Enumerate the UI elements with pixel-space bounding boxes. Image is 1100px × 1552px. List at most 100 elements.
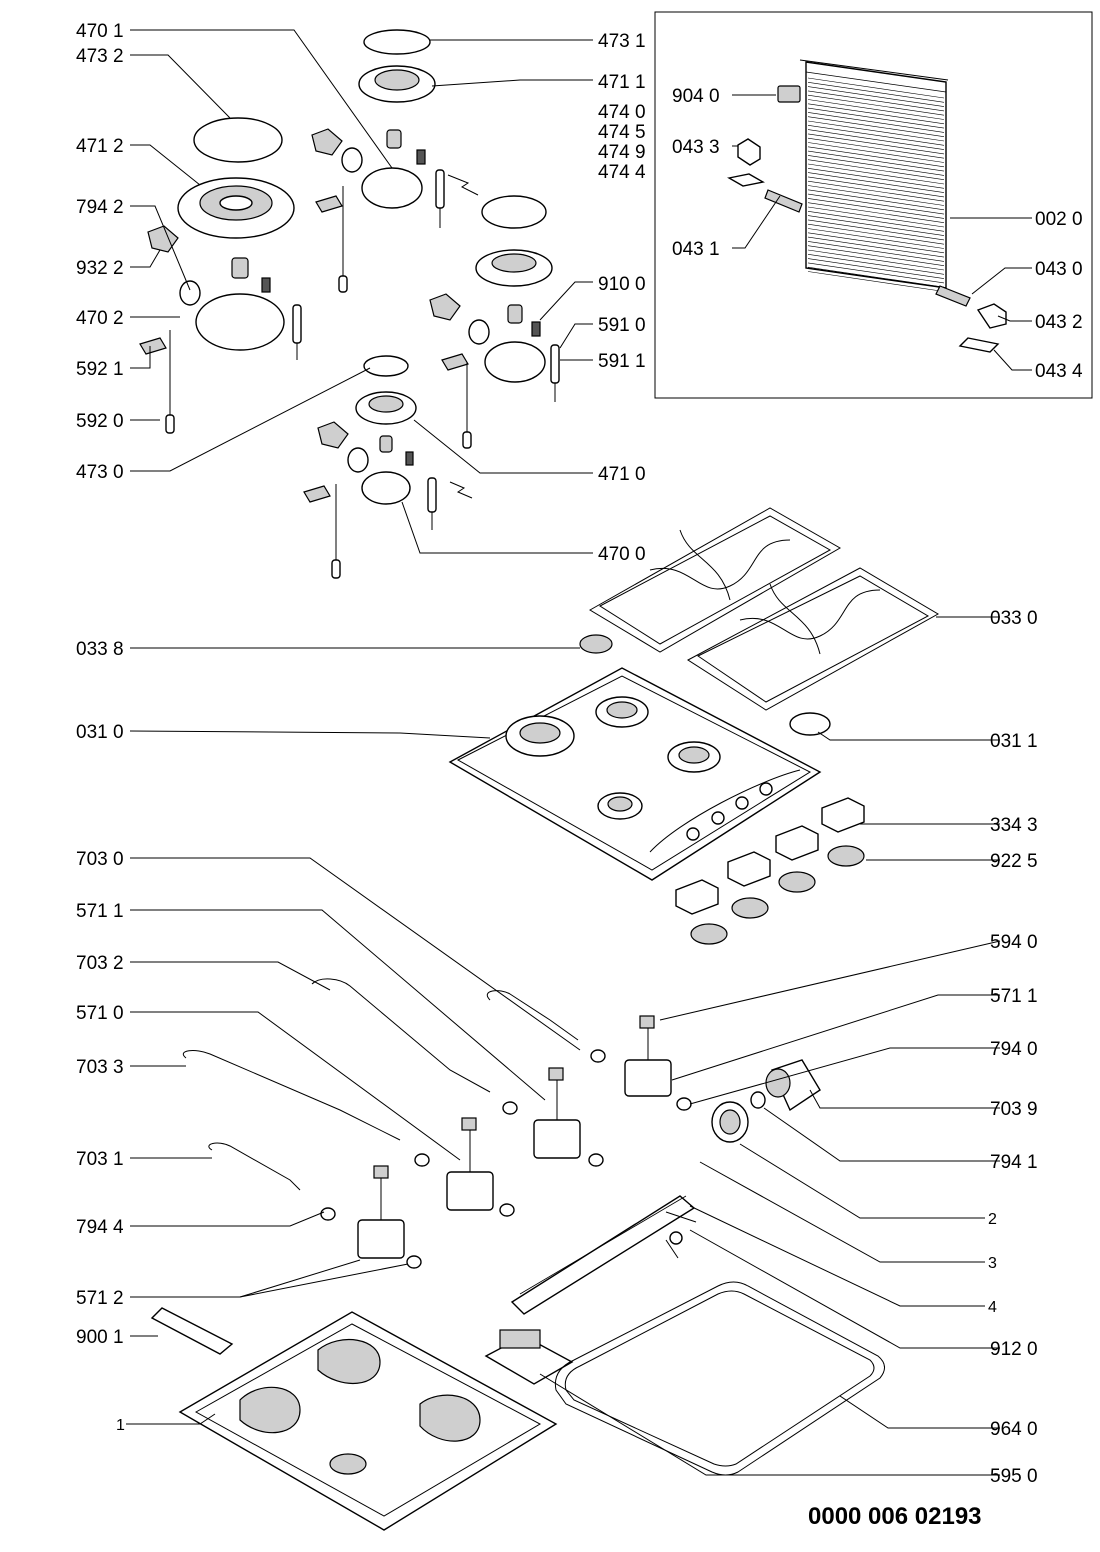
callout-2: 2	[988, 1211, 997, 1228]
reflector-hatch-line	[807, 202, 945, 223]
hob-seal	[554, 1281, 885, 1476]
callout-3: 3	[988, 1255, 997, 1272]
callout-703-3: 703 3	[76, 1057, 124, 1078]
callout-474-5: 474 5	[598, 122, 646, 143]
reflector-hatch-line	[807, 142, 945, 163]
reflector-hatch-line	[807, 232, 945, 254]
callout-932-2: 932 2	[76, 258, 124, 279]
reflector-hatch-line	[807, 245, 945, 266]
callout-592-1: 592 1	[76, 359, 124, 380]
reflector-hatch-line	[807, 107, 945, 129]
callout-043-1: 043 1	[672, 239, 720, 260]
callout-474-9: 474 9	[598, 142, 646, 163]
callout-031-1: 031 1	[990, 731, 1038, 752]
callout-912-0: 912 0	[990, 1339, 1038, 1360]
callout-591-0: 591 0	[598, 315, 646, 336]
callout-594-0: 594 0	[990, 932, 1038, 953]
gas-tap-3	[446, 1117, 494, 1211]
reflector-hatch-line	[807, 155, 945, 176]
screw-part	[665, 1211, 697, 1223]
leader-lines	[126, 29, 1032, 1476]
callout-470-1: 470 1	[76, 21, 124, 42]
callout-922-5: 922 5	[990, 851, 1038, 872]
cover-part	[789, 712, 831, 736]
reflector-hatch-line	[807, 112, 945, 133]
reflector-hatch-line	[807, 133, 945, 155]
reflector-hatch-line	[807, 103, 945, 125]
reflector-hatch-line	[807, 120, 945, 142]
reflector-hatch-line	[807, 168, 945, 189]
callout-595-0: 595 0	[990, 1466, 1038, 1487]
callout-471-0: 471 0	[598, 464, 646, 485]
reflector-hatch-line	[807, 185, 945, 206]
callout-031-0: 031 0	[76, 722, 124, 743]
reflector-hatch-line	[807, 271, 945, 292]
clip-part	[777, 85, 801, 103]
callout-1: 1	[116, 1417, 125, 1434]
plate-part	[727, 173, 765, 187]
gas-tap-1	[624, 1015, 672, 1097]
reflector-hatch-line	[807, 219, 945, 241]
reflector-hatch-line	[807, 77, 945, 99]
burner-cap-large	[193, 117, 283, 163]
callout-labels: 470 1 473 1 473 2 471 1 474 0 474 5 474 …	[76, 21, 1083, 1530]
callout-043-3: 043 3	[672, 137, 720, 158]
reflector-hatch-line	[807, 150, 945, 172]
hob-top-plate	[448, 667, 831, 881]
callout-794-2: 794 2	[76, 197, 124, 218]
burner-assemblies	[139, 29, 560, 579]
reflector-hatch-line	[807, 198, 945, 219]
burner-base-right	[484, 341, 546, 383]
callout-591-1: 591 1	[598, 351, 646, 372]
control-knobs	[675, 797, 865, 945]
reflector-panel	[799, 59, 949, 292]
reflector-hatch-line	[807, 189, 945, 211]
callout-473-2: 473 2	[76, 46, 124, 67]
callout-002-0: 002 0	[1035, 209, 1083, 230]
callout-794-4: 794 4	[76, 1217, 124, 1238]
reflector-hatch-line	[807, 99, 945, 120]
reflector-hatch-line	[807, 180, 945, 202]
callout-043-0: 043 0	[1035, 259, 1083, 280]
spark-generator	[484, 1329, 574, 1385]
reflector-hatch-line	[807, 266, 945, 288]
reflector-hatch-line	[807, 223, 945, 245]
callout-571-2: 571 2	[76, 1288, 124, 1309]
bracket-part-right	[976, 303, 1007, 329]
reflector-hatch-line	[807, 90, 945, 112]
callout-794-0: 794 0	[990, 1039, 1038, 1060]
reflector-hatch-line	[807, 94, 945, 116]
plate-part-right	[958, 337, 1000, 353]
inset-panel	[654, 11, 1093, 399]
reflector-hatch-line	[807, 176, 945, 198]
callout-474-4: 474 4	[598, 162, 646, 183]
callout-474-0: 474 0	[598, 102, 646, 123]
callout-592-0: 592 0	[76, 411, 124, 432]
gas-taps-and-pipes	[183, 978, 821, 1315]
drawing-number: 0000 006 02193	[808, 1503, 982, 1530]
callout-470-2: 470 2	[76, 308, 124, 329]
reflector-hatch-line	[807, 86, 945, 107]
callout-473-0: 473 0	[76, 462, 124, 483]
reflector-hatch-line	[807, 258, 945, 279]
reflector-hatch-line	[807, 116, 945, 137]
callout-910-0: 910 0	[598, 274, 646, 295]
callout-4: 4	[988, 1299, 997, 1316]
callout-571-1-right: 571 1	[990, 986, 1038, 1007]
callout-471-1: 471 1	[598, 72, 646, 93]
reflector-hatch-line	[807, 249, 945, 271]
callout-703-9: 703 9	[990, 1099, 1038, 1120]
callout-033-8: 033 8	[76, 639, 124, 660]
reflector-hatch-line	[807, 228, 945, 249]
burner-cap-small	[363, 29, 431, 55]
reflector-hatch-line	[807, 193, 945, 215]
callout-571-0: 571 0	[76, 1003, 124, 1024]
burner-cap-aux	[363, 355, 409, 377]
burner-base-470-0	[361, 471, 411, 505]
reflector-hatch-line	[807, 163, 945, 185]
gas-tap-4	[357, 1165, 405, 1259]
reflector-hatch-line	[807, 211, 945, 232]
callout-904-0: 904 0	[672, 86, 720, 107]
rod-part-right	[935, 285, 971, 307]
